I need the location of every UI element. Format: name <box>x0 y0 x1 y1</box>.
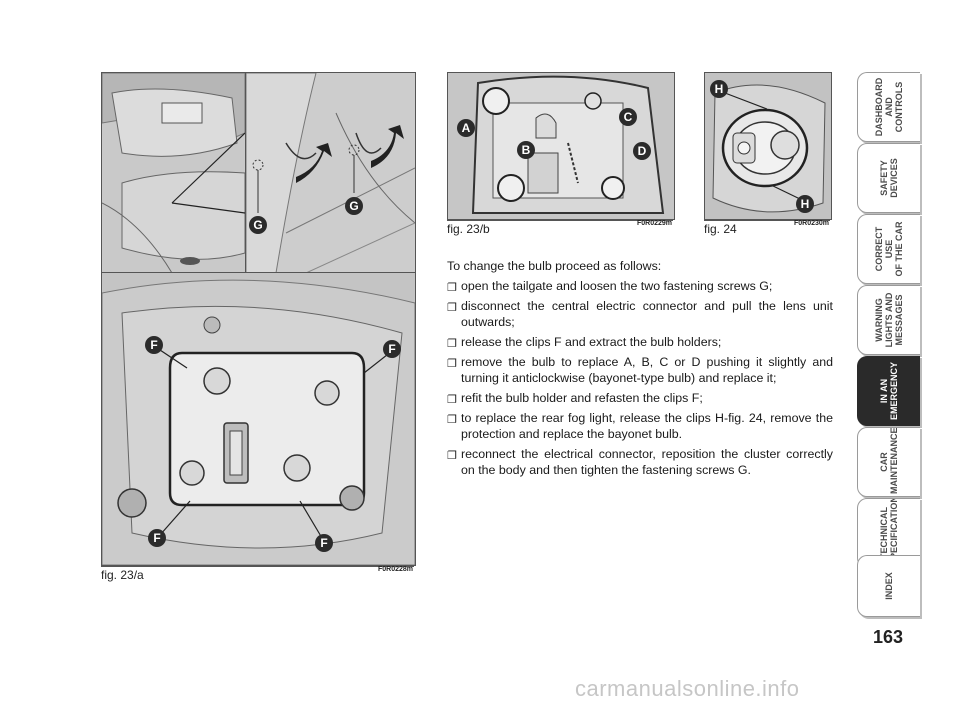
svg-text:G: G <box>349 199 358 213</box>
step-item: ❐disconnect the central electric connect… <box>447 299 833 329</box>
callout-f-top-left: F <box>145 336 163 354</box>
tab-warning-lights-and-messages[interactable]: WARNING LIGHTS AND MESSAGES <box>857 285 920 355</box>
callout-h-bottom: H <box>796 195 814 213</box>
svg-text:C: C <box>624 110 633 124</box>
checkbox-glyph: ❐ <box>447 358 457 370</box>
callout-f-bottom-left: F <box>148 529 166 547</box>
fig-23a-top-left-panel <box>101 72 246 274</box>
checkbox-glyph: ❐ <box>447 394 457 406</box>
page-number: 163 <box>872 627 904 647</box>
callout-a: A <box>457 119 475 137</box>
tab-safety-devices[interactable]: SAFETY DEVICES <box>857 143 920 213</box>
callout-g-right: G <box>345 197 363 215</box>
fig-23a-top-right-panel: G G <box>245 72 416 274</box>
instructions-intro: To change the bulb proceed as follows: <box>447 259 662 273</box>
checkbox-glyph: ❐ <box>447 450 457 462</box>
callout-h-top: H <box>710 80 728 98</box>
watermark: carmanualsonline.info <box>575 676 800 701</box>
callout-f-top-right: F <box>383 340 401 358</box>
fig-24-caption: fig. 24 <box>704 222 737 236</box>
step-item: ❐reconnect the electrical connector, rep… <box>447 447 833 477</box>
tab-index[interactable]: INDEX <box>857 555 920 617</box>
fig-23b: A B C D <box>447 72 675 220</box>
callout-c: C <box>619 108 637 126</box>
checkbox-glyph: ❐ <box>447 414 457 426</box>
fig-23b-caption-rule <box>447 220 673 221</box>
svg-text:B: B <box>522 143 531 157</box>
fig-23a-caption-rule <box>101 566 414 567</box>
step-item: ❐to replace the rear fog light, release … <box>447 411 833 441</box>
svg-text:F: F <box>320 536 327 550</box>
fig-24-caption-rule <box>704 220 830 221</box>
tab-correct-use-of-the-car[interactable]: CORRECT USE OF THE CAR <box>857 214 920 284</box>
step-item: ❐open the tailgate and loosen the two fa… <box>447 279 773 294</box>
svg-text:F: F <box>150 338 157 352</box>
callout-g-left: G <box>249 216 267 234</box>
svg-text:F: F <box>153 531 160 545</box>
step-item: ❐release the clips F and extract the bul… <box>447 335 722 350</box>
svg-text:F: F <box>388 342 395 356</box>
svg-text:A: A <box>462 121 471 135</box>
step-item: ❐refit the bulb holder and refasten the … <box>447 391 703 406</box>
step-item: ❐remove the bulb to replace A, B, C or D… <box>447 355 833 385</box>
callout-b: B <box>517 141 535 159</box>
fig-23a-code: F0R0228m <box>378 566 414 573</box>
tab-in-an-emergency[interactable]: IN AN EMERGENCY <box>857 356 920 426</box>
checkbox-glyph: ❐ <box>447 282 457 294</box>
svg-text:H: H <box>801 197 810 211</box>
fig-24-code: F0R0230m <box>794 220 830 227</box>
svg-text:D: D <box>638 144 647 158</box>
steps-list: ❐open the tailgate and loosen the two fa… <box>447 278 833 478</box>
fig-23b-caption: fig. 23/b <box>447 222 490 236</box>
tab-dashboard-and-controls[interactable]: DASHBOARD AND CONTROLS <box>857 72 920 142</box>
fig-23b-code: F0R0229m <box>637 220 673 227</box>
tab-car-maintenance[interactable]: CAR MAINTENANCE <box>857 427 920 497</box>
svg-text:H: H <box>715 82 724 96</box>
fig-23a-bottom-panel: F F F F <box>101 272 416 566</box>
fig-24: H H <box>704 72 832 220</box>
checkbox-glyph: ❐ <box>447 338 457 350</box>
checkbox-glyph: ❐ <box>447 302 457 314</box>
callout-f-bottom-right: F <box>315 534 333 552</box>
instructions: To change the bulb proceed as follows: ❐… <box>447 258 833 482</box>
fig-23a-caption: fig. 23/a <box>101 568 144 582</box>
svg-text:G: G <box>253 218 262 232</box>
callout-d: D <box>633 142 651 160</box>
